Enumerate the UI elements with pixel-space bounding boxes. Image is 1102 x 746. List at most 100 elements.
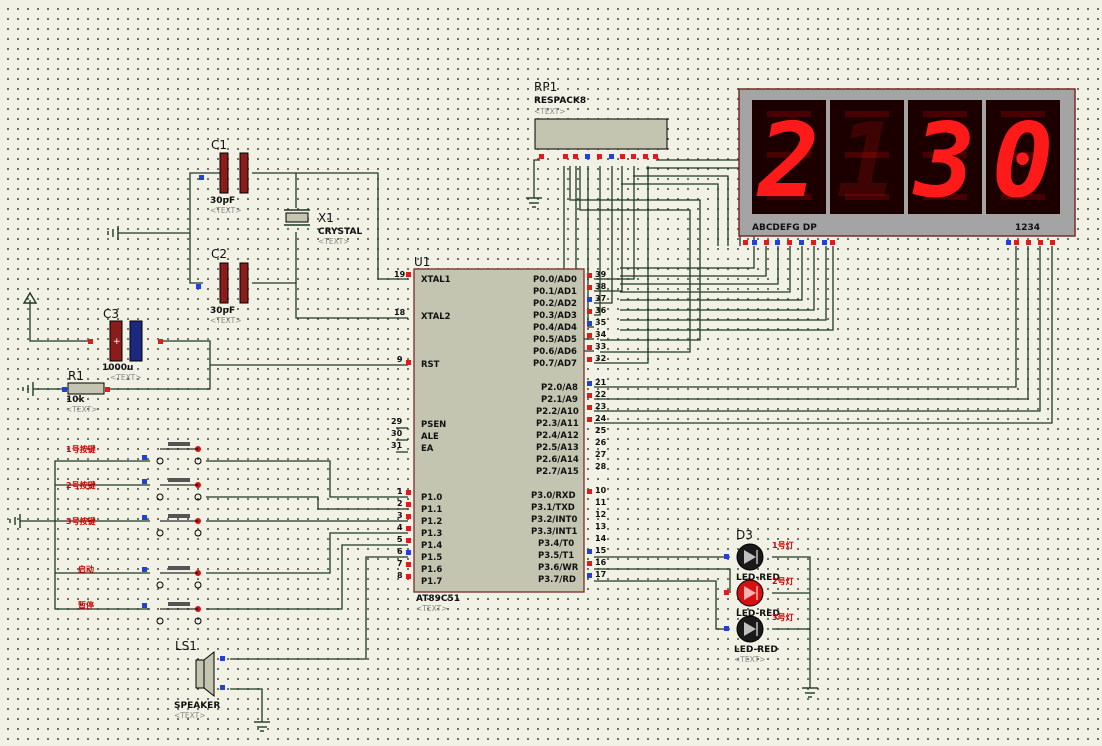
svg-text:+: + [113, 337, 121, 347]
c2-ref: C2 [211, 247, 227, 261]
respack-rp1[interactable]: RP1 RESPACK8 <TEXT> [534, 80, 668, 159]
rp1-part: RESPACK8 [534, 96, 586, 106]
pin-name: P0.0/AD0 [533, 275, 577, 285]
pin-xtal1: XTAL1 [421, 275, 451, 285]
button-label: 启动 [78, 564, 94, 574]
dim-segments [767, 111, 1045, 200]
pin-name: P3.1/TXD [531, 503, 575, 513]
capacitor-c2[interactable]: C2 30pF <TEXT> [196, 247, 249, 325]
button-label: 2号按键 [66, 480, 96, 490]
led-d1[interactable]: LED-RED 3号灯 LED-RED <TEXT> [724, 609, 794, 664]
d3-ref: D3 [736, 528, 753, 542]
ground-icon [802, 687, 818, 698]
pin-number: 28 [595, 462, 607, 471]
r1-ref: R1 [68, 369, 84, 383]
pin-name: P3.0/RXD [531, 491, 576, 501]
x1-part: CRYSTAL [318, 227, 362, 237]
x1-ref: X1 [318, 211, 334, 225]
r1-text: <TEXT> [66, 405, 97, 414]
pin-number: 15 [595, 546, 607, 555]
button-3[interactable]: 3号按键 [66, 514, 202, 537]
pin-num-29: 29 [391, 417, 403, 426]
pin-name: P0.6/AD6 [533, 347, 577, 357]
pin-number: 10 [595, 486, 607, 495]
c3-value: 1000u [102, 363, 133, 373]
x1-text: <TEXT> [318, 237, 349, 246]
pin-number: 8 [397, 571, 403, 580]
pin-number: 12 [595, 510, 606, 519]
c1-text: <TEXT> [210, 206, 241, 215]
ground-icon [9, 514, 21, 528]
seven-segment-display[interactable]: 2 1 3 0 ABCDEFG DP 1234 [738, 88, 1076, 245]
pin-name: P3.2/INT0 [531, 515, 577, 525]
pin-name: P2.5/A13 [536, 443, 579, 453]
button-label: 暂停 [78, 600, 94, 610]
pin-name: P0.3/AD3 [533, 311, 577, 321]
p2-pins: P2.0/A8 P2.1/A9 P2.2/A10 P2.3/A11 P2.4/A… [536, 378, 607, 477]
r1-value: 10k [66, 395, 86, 405]
display-pins [743, 240, 1055, 245]
pin-number: 1 [397, 487, 403, 496]
pin-number: 33 [595, 342, 606, 351]
pin-name: P3.7/RD [538, 575, 576, 585]
digit-1: 2 [756, 102, 819, 221]
ground-icon [254, 721, 270, 732]
button-1[interactable]: 1号按键 [66, 442, 202, 465]
pin-number: 38 [595, 282, 607, 291]
button-pause[interactable]: 暂停 [78, 600, 202, 625]
microcontroller-u1[interactable]: U1 AT89C51 <TEXT> XTAL1 XTAL2 RST PSEN A… [391, 255, 607, 613]
c3-text: <TEXT> [110, 373, 141, 382]
pin-number: 37 [595, 294, 606, 303]
pin-name: P2.4/A12 [536, 431, 579, 441]
pin-number: 24 [595, 414, 607, 423]
led-label: 3号灯 [772, 612, 794, 622]
pin-number: 27 [595, 450, 606, 459]
pin-number: 6 [397, 547, 403, 556]
u1-pin-markers [406, 272, 592, 579]
rp1-text: <TEXT> [534, 107, 565, 116]
digit-3: 3 [912, 102, 975, 221]
pin-name: P3.3/INT1 [531, 527, 577, 537]
c3-ref: C3 [103, 307, 119, 321]
rp1-pins [539, 154, 658, 159]
pin-ea: EA [421, 444, 434, 454]
pin-name: P1.2 [421, 517, 442, 527]
pin-number: 2 [397, 499, 403, 508]
pin-num-19: 19 [394, 270, 406, 279]
pin-number: 32 [595, 354, 606, 363]
speaker-ls1[interactable]: LS1 SPEAKER <TEXT> [174, 639, 225, 720]
ground-icon [107, 226, 119, 240]
crystal-x1[interactable]: X1 CRYSTAL <TEXT> [284, 209, 362, 246]
pin-number: 26 [595, 438, 607, 447]
pin-number: 39 [595, 270, 607, 279]
pin-psen: PSEN [421, 420, 446, 430]
capacitor-c1[interactable]: C1 30pF <TEXT> [199, 138, 249, 215]
pin-ale: ALE [421, 432, 439, 442]
led-d2[interactable]: LED-RED 2号灯 [724, 573, 794, 607]
resistor-r1[interactable]: R1 10k <TEXT> [62, 369, 110, 414]
pin-number: 23 [595, 402, 606, 411]
button-2[interactable]: 2号按键 [66, 478, 202, 501]
pin-name: P2.0/A8 [541, 383, 578, 393]
rp1-ref: RP1 [534, 80, 557, 94]
pushbuttons: 1号按键 2号按键 3号按键 启动 暂停 [66, 442, 202, 625]
pin-name: P2.3/A11 [536, 419, 579, 429]
p1-pins: P1.0 P1.1 P1.2 P1.3 P1.4 P1.5 P1.6 P1.7 … [397, 487, 442, 587]
ls1-text: <TEXT> [174, 711, 205, 720]
pin-number: 34 [595, 330, 607, 339]
pin-number: 11 [595, 498, 607, 507]
led-label: 2号灯 [772, 576, 794, 586]
pin-name: P1.6 [421, 565, 442, 575]
pin-num-9: 9 [397, 355, 403, 364]
c1-value: 30pF [210, 196, 235, 206]
led-d3[interactable]: D3 1号灯 [724, 528, 794, 571]
pin-number: 5 [397, 535, 403, 544]
capacitor-c3[interactable]: + C3 1000u <TEXT> [88, 307, 163, 382]
pin-name: P1.4 [421, 541, 442, 551]
power-icon [22, 291, 38, 304]
button-start[interactable]: 启动 [78, 564, 202, 589]
digit-4: 0 [992, 102, 1053, 221]
d2-part: LED-RED [736, 573, 780, 583]
pin-name: P3.5/T1 [538, 551, 574, 561]
